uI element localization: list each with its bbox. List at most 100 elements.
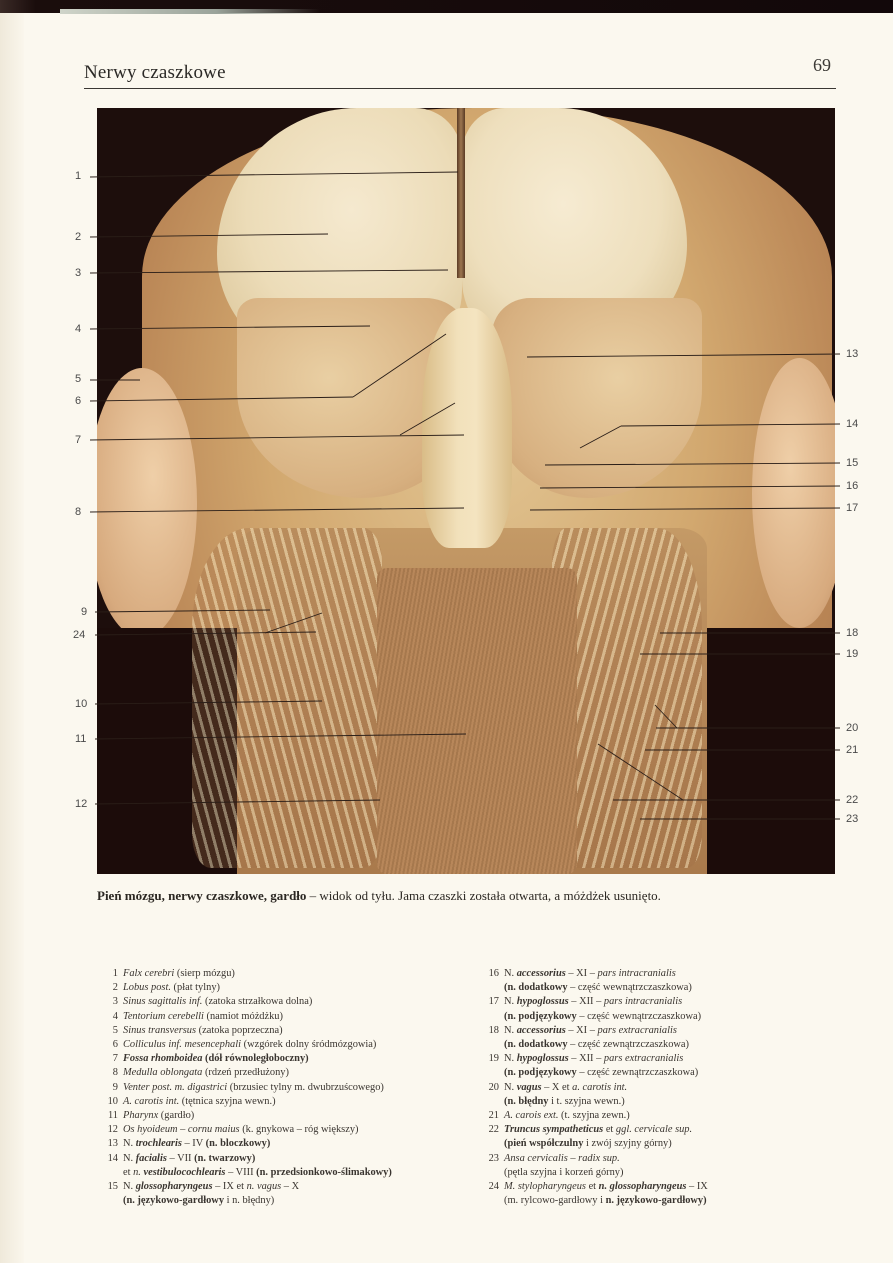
label-17: 17 [846, 502, 859, 514]
legend-text: N. hypoglossus – XII – pars extracranial… [504, 1052, 803, 1066]
legend-text: (n. błędny i t. szyjna wewn.) [504, 1095, 803, 1109]
legend-text-part: vagus [516, 1081, 542, 1093]
legend-item-continuation: (n. podjęzykowy – część wewnątrzczaszkow… [483, 1010, 803, 1024]
legend-text: Sinus transversus (zatoka poprzeczna) [123, 1024, 462, 1038]
legend-text-part: et [585, 1181, 599, 1193]
label-9: 9 [81, 606, 88, 618]
legend-text: (n. dodatkowy – część wewnątrzczaszkowa) [504, 981, 803, 995]
legend-item-20: 20 N. vagus – X et a. carotis int. [483, 1081, 803, 1095]
legend-number: 24 [488, 1181, 499, 1193]
legend-item-19: 19 N. hypoglossus – XII – pars extracrani… [483, 1052, 803, 1066]
legend-text-part: Falx cerebri [123, 968, 175, 979]
anatomical-photo [97, 108, 835, 874]
legend-text-part: N. [504, 996, 517, 1008]
legend-text-part: – IV [181, 1138, 206, 1150]
legend-number: 20 [488, 1081, 499, 1093]
legend-text-part: (n. błędny [504, 1095, 549, 1107]
label-3: 3 [75, 267, 82, 279]
legend-text-part: facialis [135, 1152, 167, 1164]
label-16: 16 [846, 480, 859, 492]
legend-text-part: pars intracranialis [597, 968, 676, 979]
legend-number: 1 [112, 968, 118, 979]
legend-text: N. trochlearis – IV (n. bloczkowy) [123, 1137, 462, 1151]
legend-text-part: – X [281, 1181, 300, 1193]
legend-number: 17 [488, 996, 499, 1008]
legend-text: (pętla szyjna i korzeń górny) [504, 1166, 803, 1180]
legend-text-part: (tętnica szyjna wewn.) [179, 1095, 276, 1107]
legend-item-continuation: (n. dodatkowy – część wewnątrzczaszkowa) [483, 981, 803, 995]
legend-number: 21 [488, 1110, 499, 1122]
legend-text: et n. vestibulocochlearis – VIII (n. prz… [123, 1166, 462, 1180]
legend-text-part: trochlearis [135, 1138, 182, 1150]
legend-number [483, 1095, 504, 1109]
legend-text-part: (n. bloczkowy) [205, 1138, 271, 1150]
legend-text-part: – część wewnątrzczaszkowa) [567, 982, 692, 994]
legend-text: A. carotis int. (tętnica szyjna wewn.) [123, 1095, 462, 1109]
label-20: 20 [846, 722, 859, 734]
legend-text-part: et [603, 1124, 616, 1136]
legend-text-part: Fossa rhomboidea [123, 1053, 203, 1065]
legend-number: 10 [107, 1095, 118, 1107]
legend-text: (pień współczulny i zwój szyjny górny) [504, 1137, 803, 1151]
label-12: 12 [75, 798, 88, 810]
legend-item-continuation: (pętla szyjna i korzeń górny) [483, 1166, 803, 1180]
legend-number: 4 [112, 1010, 118, 1022]
legend-text-part: i t. szyjna wewn.) [548, 1095, 625, 1107]
legend-text-part: (n. dodatkowy [504, 982, 568, 994]
legend-number [102, 1194, 123, 1208]
legend-item-24: 24 M. stylopharyngeus et n. glossopharyng… [483, 1180, 803, 1194]
legend-text-part: accessorius [516, 968, 566, 979]
falx-cerebri [457, 108, 465, 278]
legend-number: 14 [107, 1152, 118, 1164]
legend-item-5: 5 Sinus transversus (zatoka poprzeczna) [102, 1024, 462, 1038]
label-22: 22 [846, 794, 859, 806]
legend-text: N. vagus – X et a. carotis int. [504, 1081, 803, 1095]
label-7: 7 [75, 434, 82, 446]
legend-number: 19 [488, 1053, 499, 1065]
legend-text-part: Truncus sympatheticus [504, 1124, 604, 1136]
legend-text-part: n. językowo-gardłowy) [605, 1195, 707, 1207]
legend-text-part: A. carois ext. [504, 1110, 559, 1122]
legend-text: Colliculus inf. mesencephali (wzgórek do… [123, 1038, 462, 1052]
right-neck-vessels [552, 528, 702, 868]
legend-text-part: (n. podjęzykowy [504, 1067, 577, 1079]
legend-number: 22 [488, 1124, 499, 1136]
legend-item-14: 14 N. facialis – VII (n. twarzowy) [102, 1152, 462, 1166]
legend-number: 5 [112, 1024, 118, 1036]
legend-text: (n. dodatkowy – część zewnątrzczaszkowa) [504, 1038, 803, 1052]
legend-text-part: – część wewnątrzczaszkowa) [576, 1010, 702, 1022]
label-8: 8 [75, 506, 82, 518]
legend-text: N. accessorius – XI – pars intracraniali… [504, 967, 803, 981]
legend-text: M. stylopharyngeus et n. glossopharyngeu… [504, 1180, 803, 1194]
legend-number: 15 [107, 1181, 118, 1193]
pharynx [377, 568, 577, 874]
legend-text-part: i n. błędny) [224, 1195, 275, 1207]
left-ear [97, 368, 197, 638]
figure-caption: Pień mózgu, nerwy czaszkowe, gardło – wi… [97, 888, 661, 904]
label-2: 2 [75, 231, 82, 243]
legend-text-part: – XII – [568, 996, 604, 1008]
legend-text-part: (pętla szyjna i korzeń górny) [504, 1166, 624, 1178]
legend-text-part: (m. rylcowo-gardłowy i [504, 1195, 606, 1207]
legend-text-part: N. [504, 1053, 517, 1065]
label-5: 5 [75, 373, 82, 385]
legend-text: Fossa rhomboidea (dół równoległoboczny) [123, 1052, 462, 1066]
legend-item-continuation: (n. błędny i t. szyjna wewn.) [483, 1095, 803, 1109]
legend-number: 6 [112, 1039, 118, 1051]
legend-text-part: Pharynx [123, 1110, 159, 1122]
legend-text-part: n. [133, 1166, 144, 1178]
legend-text: Tentorium cerebelli (namiot móżdżku) [123, 1010, 462, 1024]
legend-number [102, 1166, 123, 1180]
legend-text: N. facialis – VII (n. twarzowy) [123, 1152, 462, 1166]
legend-number [483, 1038, 504, 1052]
running-header-title: Nerwy czaszkowe [84, 62, 226, 83]
